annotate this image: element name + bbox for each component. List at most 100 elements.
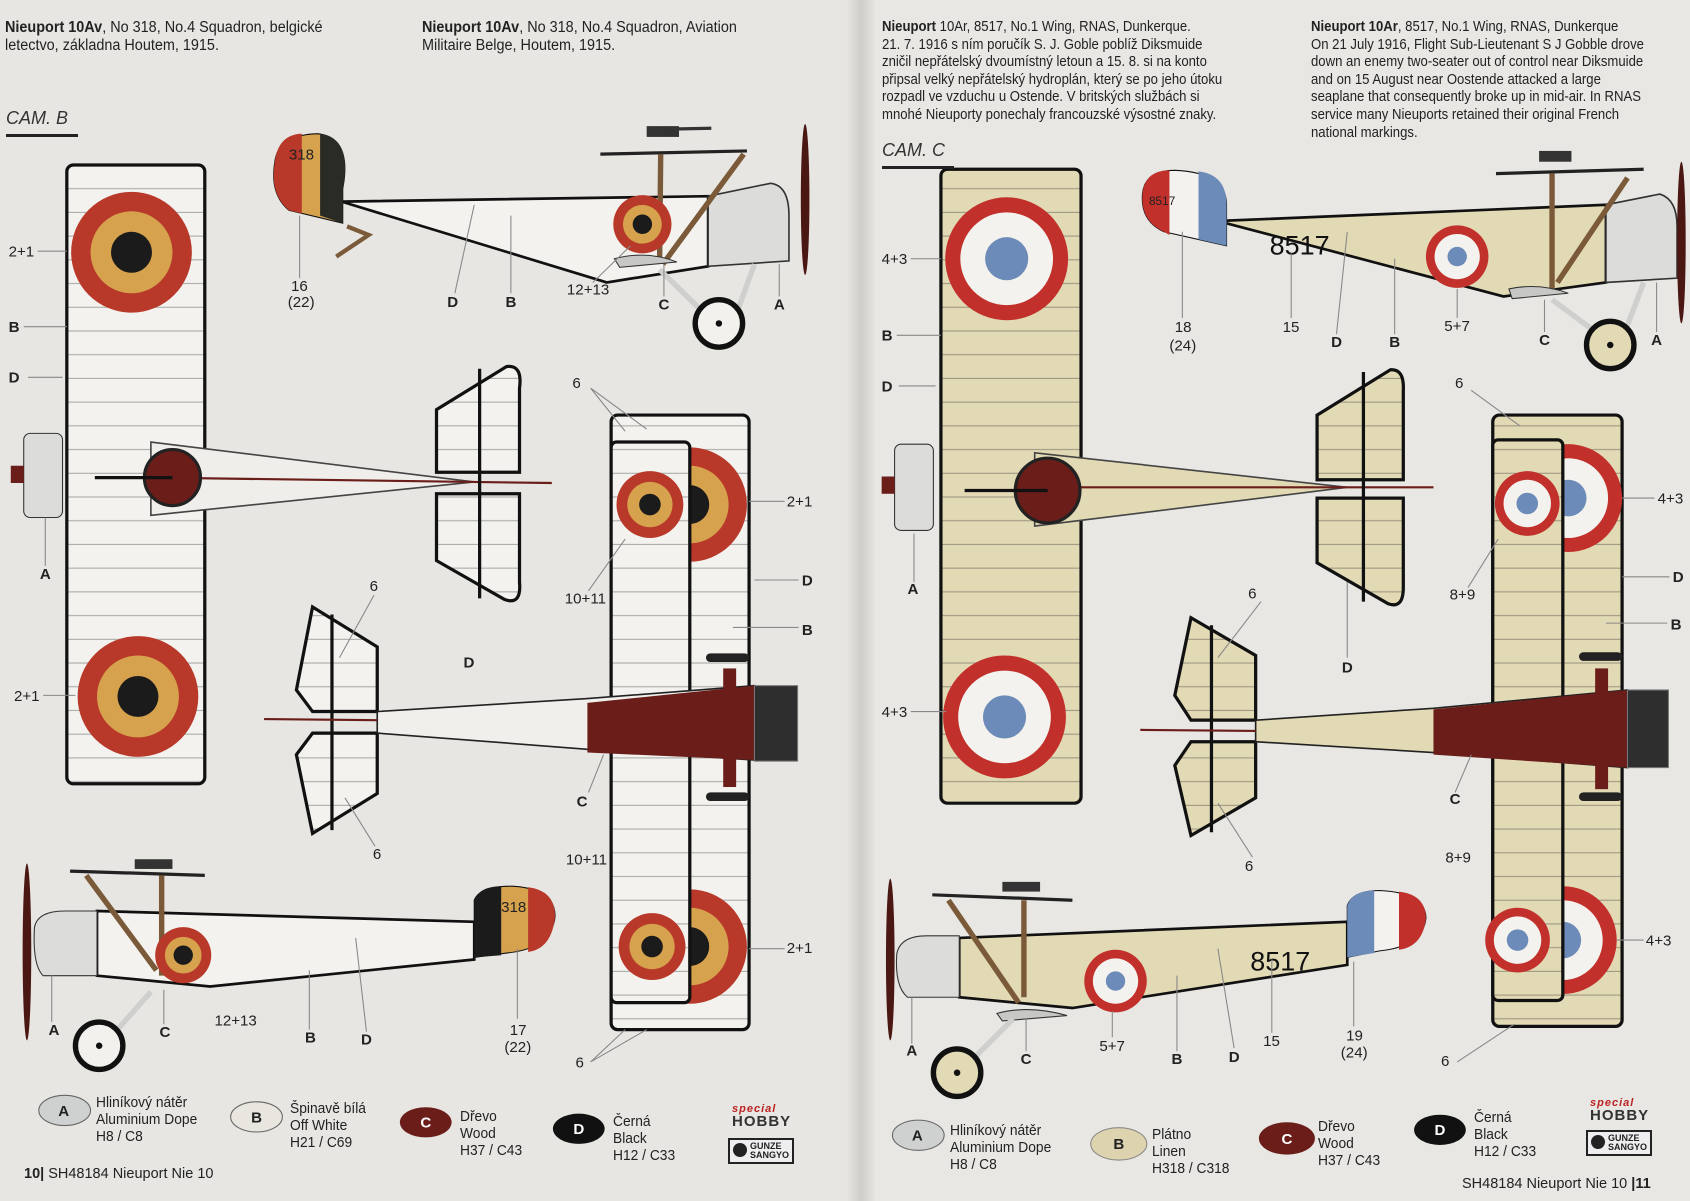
history-line: rozpadl ve vzduchu u Ostende. V britskýc…	[882, 89, 1200, 106]
callout: D	[1342, 660, 1353, 677]
fuselage-serial-bottom: 8517	[1250, 946, 1310, 976]
history-line: zničil nepřátelský dvoumístný letoun a 1…	[882, 54, 1207, 71]
swatch-c	[399, 1107, 452, 1138]
legend-cz: Černá	[1474, 1109, 1512, 1126]
rudder-serial: 8517	[1149, 194, 1175, 208]
callout: A	[49, 1022, 60, 1039]
callout: 5+7	[1099, 1038, 1125, 1055]
left-header-cz: Nieuport 10Av, No 318, No.4 Squadron, be…	[5, 19, 323, 55]
fuselage-serial: 8517	[1270, 230, 1330, 260]
callout: (24)	[1341, 1045, 1368, 1062]
right-header-cz: Nieuport 10Ar, 8517, No.1 Wing, RNAS, Du…	[882, 19, 1222, 125]
legend-cz: Hliníkový nátěr	[96, 1094, 188, 1111]
callout: 4+3	[882, 251, 908, 268]
legend-cz: Dřevo	[460, 1108, 497, 1125]
legend-en: Off White	[290, 1117, 348, 1134]
callout: 17	[510, 1022, 527, 1039]
callout: D	[361, 1032, 372, 1049]
legend-ref: H12 / C33	[1474, 1143, 1537, 1160]
right-underside-view	[1140, 615, 1669, 839]
legend-ref: H37 / C43	[460, 1142, 523, 1159]
swatch-code: C	[420, 1115, 431, 1132]
swatch-code: C	[1282, 1131, 1293, 1148]
callout: B	[505, 294, 516, 311]
callout: C	[1539, 332, 1550, 349]
legend-cz: Dřevo	[1318, 1118, 1355, 1135]
callout: 15	[1263, 1033, 1280, 1050]
history-line: and on 15 August near Oostende attacked …	[1311, 71, 1601, 88]
callout: 4+3	[1658, 490, 1684, 507]
callout: (24)	[1169, 337, 1196, 354]
callout: A	[40, 566, 51, 583]
history-line: 21. 7. 1916 s ním poručík S. J. Goble po…	[882, 36, 1203, 53]
callout: B	[305, 1030, 316, 1047]
callout: B	[1671, 617, 1682, 634]
legend-ref: H37 / C43	[1318, 1152, 1381, 1169]
legend-en: Black	[613, 1130, 647, 1147]
legend-cz: Černá	[613, 1113, 651, 1130]
left-side-view-top: 318	[273, 123, 810, 350]
aircraft-name: Nieuport 10Av	[5, 19, 103, 36]
callout: B	[1389, 334, 1400, 351]
callout: 6	[1455, 375, 1463, 392]
left-top-view-upper-wing	[10, 163, 552, 786]
callout: C	[1450, 791, 1461, 808]
callout: 8+9	[1445, 849, 1471, 866]
callout: 10+11	[566, 852, 607, 869]
callout: A	[1651, 332, 1662, 349]
callout: B	[882, 328, 893, 345]
swatch-code: D	[573, 1121, 584, 1138]
legend-ref: H8 / C8	[96, 1128, 143, 1145]
legend-ref: H12 / C33	[613, 1147, 676, 1164]
swatch-d	[1414, 1114, 1466, 1145]
callout: D	[1673, 569, 1684, 586]
swatch-code: A	[58, 1103, 69, 1120]
footer-text: SH48184 Nieuport Nie 10	[48, 1166, 214, 1182]
callout: B	[1172, 1051, 1183, 1068]
callout: 6	[373, 846, 381, 863]
callout: A	[906, 1042, 917, 1059]
left-side-view-bottom: 318	[22, 859, 556, 1073]
left-underside-view	[264, 604, 799, 836]
history-line: připsal velký nepřátelský hydroplán, kte…	[882, 71, 1223, 88]
aircraft-name: Nieuport 10Ar	[1311, 19, 1398, 35]
history-line: seaplane that consequently broke up in m…	[1311, 89, 1642, 106]
swatch-c	[1258, 1122, 1315, 1155]
callout: D	[1331, 334, 1342, 351]
aircraft-name: Nieuport	[882, 19, 936, 35]
legend-cz: Hliníkový nátěr	[950, 1122, 1042, 1139]
legend-ref: H318 / C318	[1152, 1160, 1230, 1177]
callout: 6	[1441, 1053, 1449, 1070]
callout: 2+1	[14, 688, 40, 705]
callout: 5+7	[1444, 318, 1470, 335]
right-legend-swatches: A B C D	[891, 1114, 1466, 1161]
rudder-serial-bottom: 318	[501, 899, 526, 916]
left-header-en: Nieuport 10Av, No 318, No.4 Squadron, Av…	[422, 19, 737, 55]
left-footer: 10| SH48184 Nieuport Nie 10	[24, 1166, 213, 1182]
callout: 2+1	[9, 244, 35, 261]
callout: (22)	[504, 1039, 531, 1056]
callout: 2+1	[787, 940, 813, 957]
callout: (22)	[288, 294, 315, 311]
callout: 6	[576, 1054, 584, 1071]
header-text: , No 318, No.4 Squadron, belgické	[102, 19, 323, 36]
legend-en: Black	[1474, 1126, 1508, 1143]
swatch-code: B	[251, 1109, 262, 1126]
callout: 6	[1245, 858, 1253, 875]
camo-label-b: CAM. B	[6, 108, 69, 128]
history-line: down an enemy two-seater out of control …	[1311, 54, 1644, 71]
aircraft-name: Nieuport 10Av	[422, 19, 520, 36]
callout: C	[577, 793, 588, 810]
swatch-b	[1090, 1127, 1148, 1161]
header-text: , No 318, No.4 Squadron, Aviation	[519, 19, 737, 36]
